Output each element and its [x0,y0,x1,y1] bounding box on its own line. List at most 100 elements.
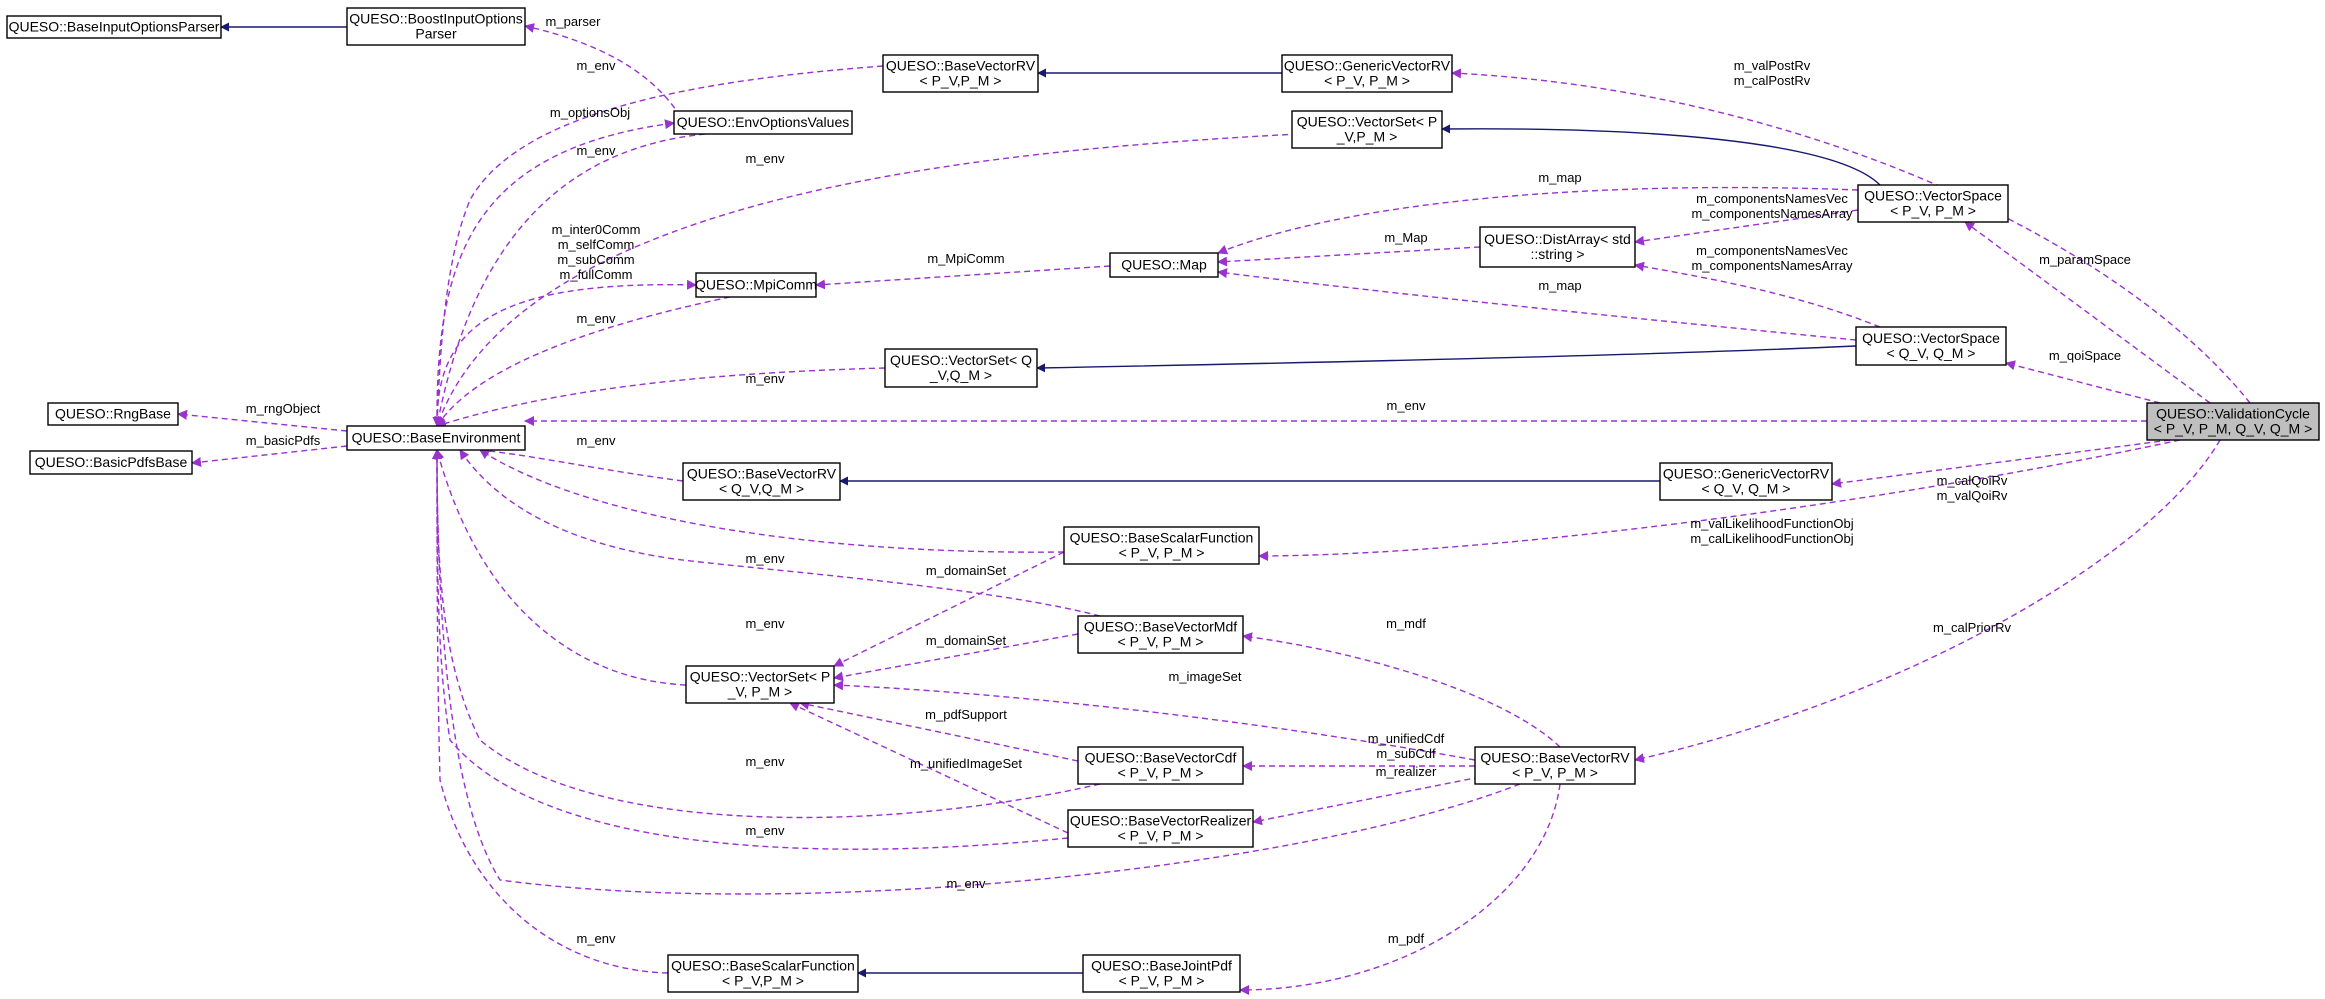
class-node-box [685,665,835,704]
member-edge-12 [436,296,731,427]
member-edge-31 [1451,68,2251,404]
class-node-label: QUESO::BaseScalarFunction [1070,530,1254,546]
edge-label: m_paramSpace [2039,252,2131,267]
class-node-label: < Q_V,Q_M > [719,481,804,497]
class-node-box [29,450,193,475]
class-node[interactable]: QUESO::BaseVectorCdf< P_V, P_M > [1077,746,1244,785]
inheritance-edge-2 [1441,124,1881,186]
member-edge-15 [191,445,348,467]
edge-label: m_calLikelihoodFunctionObj [1690,531,1853,546]
class-node[interactable]: QUESO::GenericVectorRV< P_V, P_M > [1281,54,1453,93]
member-edge-25 [815,265,1111,290]
class-node-label: QUESO::MpiComm [695,277,817,293]
edge-label: m_env [745,551,785,566]
class-node[interactable]: QUESO::VectorSpace< Q_V, Q_M > [1855,326,2007,366]
member-edge-38 [833,680,1476,761]
class-node-label: < P_V,P_M > [920,73,1002,89]
member-edge-18 [479,449,1065,553]
member-edge-8 [436,119,675,427]
class-node[interactable]: QUESO::BaseEnvironment [346,425,526,451]
edge-label: m_map [1538,278,1581,293]
class-node-label: < P_V, P_M > [1119,973,1205,989]
class-node-label: _V,P_M > [1336,129,1398,145]
member-edge-40 [1252,776,1481,826]
member-edge-24 [432,449,669,974]
edge-label: m_env [1386,398,1426,413]
edge-label: m_realizer [1376,764,1437,779]
class-node[interactable]: QUESO::VectorSpace< P_V, P_M > [1857,184,2009,223]
inheritance-edge-3 [1036,345,1857,373]
edge-label: m_env [576,58,616,73]
class-node-label: QUESO::ValidationCycle [2156,406,2310,422]
class-node[interactable]: QUESO::BaseVectorRV< Q_V,Q_M > [682,462,841,501]
class-node-box [682,462,841,501]
class-node-box [1082,954,1241,993]
class-node[interactable]: QUESO::BaseVectorRealizer< P_V, P_M > [1067,809,1254,848]
edge-label: m_subComm [557,252,634,267]
edge-label: m_Map [1384,230,1427,245]
class-node-label: _V,Q_M > [929,367,992,383]
edge-label: m_env [745,754,785,769]
class-node[interactable]: QUESO::EnvOptionsValues [673,110,853,135]
edge-label: m_qoiSpace [2049,348,2121,363]
class-node[interactable]: QUESO::BaseVectorRV< P_V, P_M > [1474,746,1636,785]
class-node-label: < Q_V, Q_M > [1702,481,1791,497]
member-edge-32 [1964,221,2211,404]
edge-label: m_env [576,433,616,448]
edge-label: m_componentsNamesArray [1691,258,1853,273]
class-node[interactable]: QUESO::ValidationCycle< P_V, P_M, Q_V, Q… [2146,402,2320,441]
edge-label: m_pdf [1388,931,1425,946]
class-node-label: ::string > [1530,246,1584,262]
class-node-label: < P_V, P_M > [1324,73,1410,89]
class-node[interactable]: QUESO::BaseScalarFunction< P_V,P_M > [667,954,859,993]
class-node-box [346,425,526,451]
member-edge-13 [436,367,886,429]
class-node[interactable]: QUESO::BaseInputOptionsParser [6,15,222,39]
member-edge-14 [177,409,348,432]
class-node[interactable]: QUESO::BaseVectorRV< P_V,P_M > [882,54,1039,93]
class-node-label: _V, P_M > [727,684,792,700]
class-node-label: QUESO::BaseScalarFunction [671,958,855,974]
class-node-label: QUESO::EnvOptionsValues [677,114,849,130]
edge-label: m_unifiedCdf [1368,731,1445,746]
class-node-box [695,272,817,298]
edge-label: m_imageSet [1169,669,1242,684]
class-node[interactable]: QUESO::RngBase [47,402,179,426]
member-edge-28 [1217,268,1857,341]
class-node-label: QUESO::BaseVectorMdf [1084,619,1237,635]
edge-label: m_calPostRv [1734,73,1811,88]
member-edge-30 [1634,261,1881,328]
class-node[interactable]: QUESO::Map [1109,252,1219,278]
class-node[interactable]: QUESO::VectorSet< P_V, P_M > [685,665,835,704]
member-edge-33 [2005,360,2161,404]
member-edge-17 [479,445,684,482]
member-edge-29 [1634,209,1859,246]
edge-label: m_env [576,311,616,326]
class-node-label: < P_V, P_M > [1890,203,1976,219]
class-node[interactable]: QUESO::BaseVectorMdf< P_V, P_M > [1077,615,1244,654]
class-node-label: QUESO::Map [1121,257,1207,273]
member-edge-21 [432,449,1101,819]
class-node[interactable]: QUESO::BaseJointPdf< P_V, P_M > [1082,954,1241,993]
class-node[interactable]: QUESO::BaseScalarFunction< P_V, P_M > [1063,526,1260,565]
class-node[interactable]: QUESO::MpiComm [695,272,817,298]
edge-label: m_valPostRv [1734,58,1811,73]
member-edge-19 [459,449,1101,617]
class-node[interactable]: QUESO::BasicPdfsBase [29,450,193,475]
class-node-box [884,348,1038,388]
class-node[interactable]: QUESO::GenericVectorRV< Q_V, Q_M > [1659,462,1833,501]
class-node[interactable]: QUESO::DistArray< std::string > [1479,226,1636,268]
class-node-label: QUESO::BaseVectorRV [886,58,1036,74]
class-node-label: < P_V, P_M, Q_V, Q_M > [2154,421,2313,437]
edge-label: m_componentsNamesVec [1696,243,1848,258]
edge-label: m_rngObject [246,401,321,416]
edge-label: m_unifiedImageSet [910,756,1022,771]
class-node-label: QUESO::BasicPdfsBase [35,454,188,470]
class-node[interactable]: QUESO::VectorSet< P_V,P_M > [1291,110,1443,149]
class-node-label: QUESO::BaseVectorRV [1480,750,1630,766]
class-node[interactable]: QUESO::VectorSet< Q_V,Q_M > [884,348,1038,388]
class-node-label: QUESO::VectorSpace [1862,330,2000,346]
class-node-box [882,54,1039,93]
class-node-box [1857,184,2009,223]
